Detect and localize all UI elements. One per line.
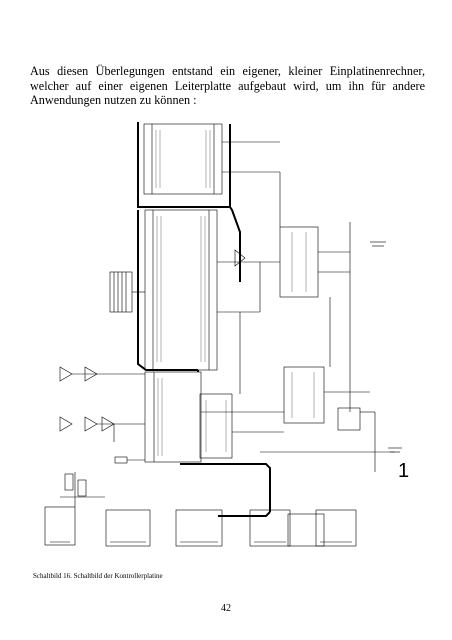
intro-line-2: welcher auf einer eigenen Leiterplatte a… bbox=[30, 78, 425, 93]
schematic-big-label: 1 bbox=[398, 460, 409, 482]
intro-line-3: Anwendungen nutzen zu können : bbox=[30, 93, 197, 108]
intro-paragraph: Aus diesen Überlegungen entstand ein eig… bbox=[30, 64, 425, 108]
intro-line-1: Aus diesen Überlegungen entstand ein eig… bbox=[30, 64, 425, 78]
page-number: 42 bbox=[221, 603, 231, 614]
controller-schematic: 1 bbox=[44, 122, 409, 547]
figure-caption: Schaltbild 16. Schaltbild der Kontroller… bbox=[33, 572, 163, 580]
